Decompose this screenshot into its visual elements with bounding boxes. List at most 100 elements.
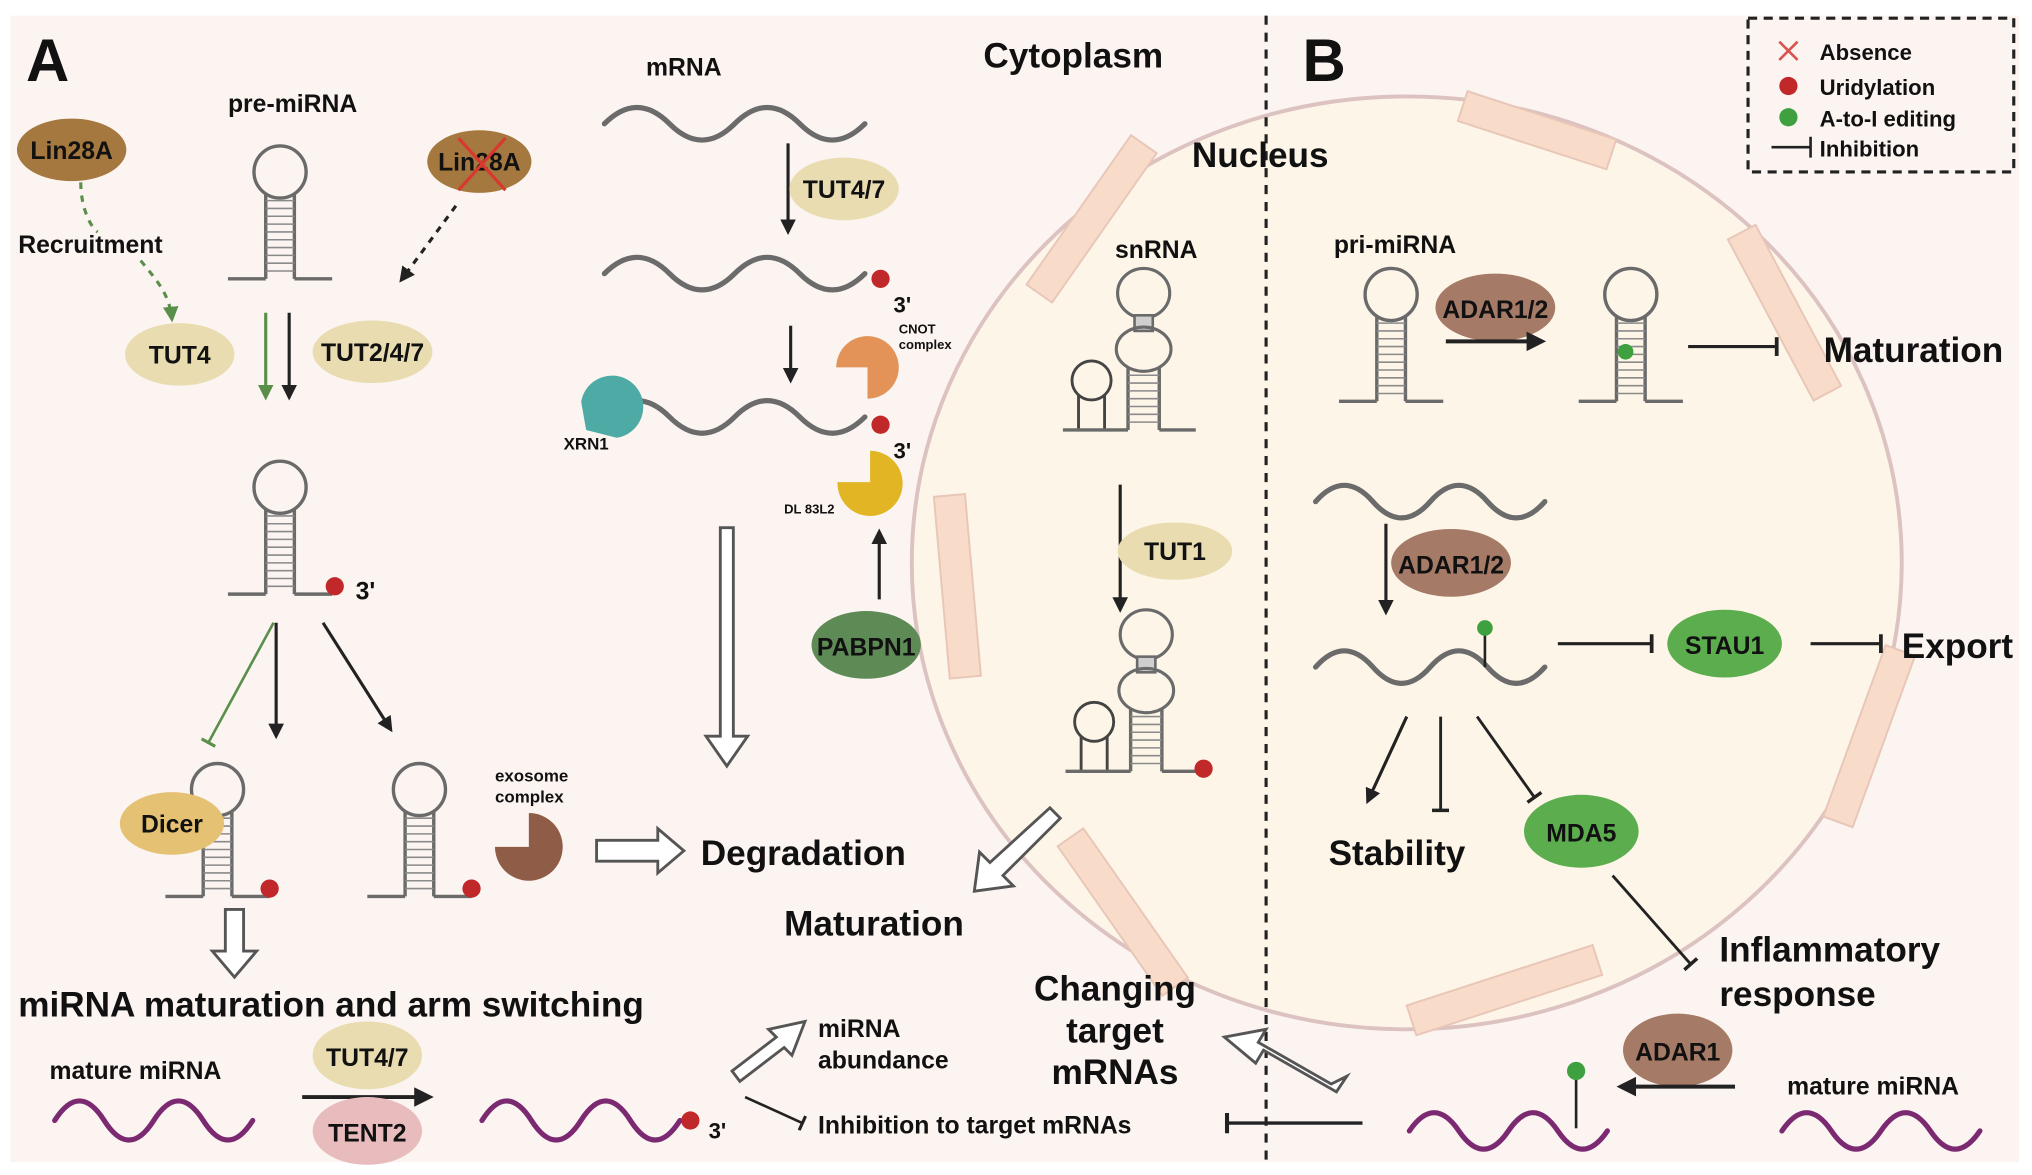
dicer-node: Dicer [119,792,225,855]
mirna-abundance-label-1: miRNA [818,1016,901,1043]
pre-mirna-label: pre-miRNA [228,91,357,118]
lin28a-absent-node: Lin28A [427,130,532,193]
mirna-maturation-arm-switching-label: miRNA maturation and arm switching [18,985,644,1024]
legend-absence: Absence [1820,40,1912,65]
lin28a-absence-arrow [399,204,458,283]
three-prime-mrna-label: 3' [894,293,912,318]
red-dot-icon [1779,76,1798,96]
uridylation-dot [1194,759,1213,778]
legend-box [1746,16,2016,174]
uridylated-mirna-wave [479,1098,683,1143]
mature-mirna-wave-b [1779,1110,1983,1152]
panel-b-label: B [1303,27,1346,94]
recruitment-label: Recruitment [18,232,162,259]
lin28a-node: Lin28A [16,118,127,182]
inhibition-bar-icon [1771,136,1812,158]
mda5-node: MDA5 [1524,794,1639,868]
dis3l2-icon [837,450,903,516]
stability-activation-arrow [1365,715,1409,805]
uridylation-dot [871,415,890,434]
mrna-label: mRNA [646,55,722,82]
hollow-arrow-snrna-maturation [972,805,1063,893]
mirna-abundance-label-2: abundance [818,1047,949,1074]
editing-dot [1477,620,1493,636]
mature-mirna-label-b: mature miRNA [1787,1073,1959,1100]
cnot-complex-icon [836,336,899,399]
tut4-label: TUT4 [149,343,211,370]
lin28a-label: Lin28A [30,138,113,165]
uridylation-dot [462,879,481,898]
adar12-top-node: ADAR1/2 [1435,273,1556,342]
tut4-node: TUT4 [125,323,235,386]
inflammatory-inhibition-line [1611,874,1699,972]
hollow-arrow-changing-targets [1221,1027,1352,1094]
nuclear-pore [1726,223,1843,402]
three-prime-mirna-label: 3' [709,1119,727,1144]
adar12-mid-label: ADAR1/2 [1398,552,1504,579]
nuclear-pore [1056,826,1190,998]
mature-mirna-label-a: mature miRNA [49,1058,221,1085]
tut47-bottom-node: TUT4/7 [312,1021,423,1090]
dicer-inhibition-line [200,622,275,748]
changing-label-3: mRNAs [1052,1053,1179,1092]
pabpn1-node: PABPN1 [811,611,921,679]
exosome-complex-icon [494,813,563,881]
export-label: Export [1902,627,2014,666]
snrna-label: snRNA [1115,237,1198,264]
stau1-node: STAU1 [1667,609,1782,678]
editing-dot [1566,1061,1586,1081]
edited-mrna-wave [1312,648,1548,686]
exosome-label-2: complex [495,788,564,807]
mda5-inhibition-line [1475,715,1543,804]
stability-label: Stability [1329,834,1466,873]
green-dot-icon [1779,108,1798,127]
nuclear-pore [1405,943,1604,1037]
nuclear-pore [1456,90,1618,171]
exosome-label-1: exosome [495,767,568,786]
mrna-wave [601,104,868,143]
tent2-label: TENT2 [328,1120,406,1147]
tut1-node: TUT1 [1117,522,1233,580]
inflammatory-label-2: response [1719,975,1875,1014]
mature-mirna-wave [52,1098,256,1143]
tut47-mrna-label: TUT4/7 [803,177,886,204]
editing-dot [1617,343,1634,360]
tut247-label: TUT2/4/7 [321,340,424,367]
adar12-top-label: ADAR1/2 [1442,297,1548,324]
nuclear-pore [932,493,982,680]
x-mark-icon [1778,40,1799,61]
uridylation-dot [325,577,344,596]
pri-mirna-wave [1312,482,1548,521]
hollow-arrow-mrna-degradation [703,526,751,769]
xrn1-label: XRN1 [564,434,609,453]
degradation-label: Degradation [701,834,906,873]
degrading-mrna-wave [601,398,868,436]
hollow-arrow-to-degradation [595,825,687,877]
arrow-to-exosome-product [321,621,393,733]
inflammatory-label-1: Inflammatory [1719,931,1940,970]
adar1-label: ADAR1 [1635,1040,1720,1067]
adar12-mid-node: ADAR1/2 [1391,528,1511,597]
three-prime-label: 3' [356,578,376,605]
changing-label-2: target [1066,1011,1164,1050]
dicer-label: Dicer [141,812,203,839]
nuclear-pores [932,90,1917,1037]
stau1-label: STAU1 [1685,633,1765,660]
uridylation-dot [871,269,890,288]
dis3l2-label: DL 83L2 [784,501,834,516]
hollow-arrow-to-mature-mirna [209,907,260,980]
nucleus-label: Nucleus [1192,136,1329,175]
recruitment-arrow [79,182,99,234]
cytoplasm-label: Cytoplasm [983,37,1163,76]
uridylation-dot [681,1111,700,1130]
maturation-label-b: Maturation [1824,331,2004,370]
mda5-label: MDA5 [1546,821,1616,848]
cnot-label-2: complex [899,337,953,352]
hollow-arrow-to-abundance [730,1019,808,1084]
pabpn1-label: PABPN1 [817,634,916,661]
pri-mirna-label: pri-miRNA [1334,232,1456,259]
tut247-node: TUT2/4/7 [312,320,433,384]
tut1-label: TUT1 [1144,539,1206,566]
